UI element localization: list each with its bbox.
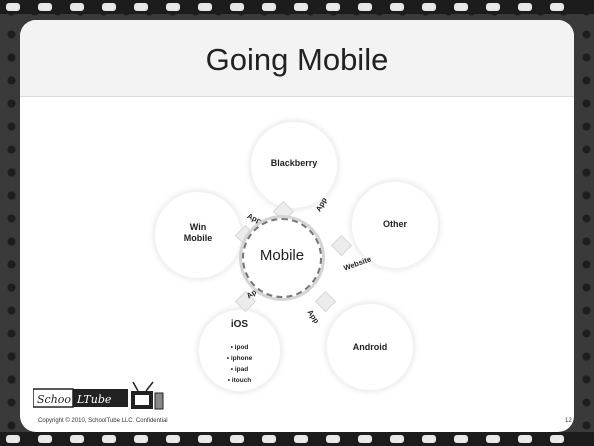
node-label-android: Android xyxy=(352,342,388,352)
node-ios: iOS • ipod • iphone • ipad • itouch xyxy=(198,309,281,392)
svg-text:LTube: LTube xyxy=(76,393,112,406)
ios-item: • itouch xyxy=(227,377,252,384)
node-label-other: Other xyxy=(382,219,407,229)
film-perforation-top xyxy=(0,0,594,14)
page-number: 12 xyxy=(565,418,572,424)
slide-card: Going Mobile xyxy=(20,20,574,432)
node-win-mobile: Win Mobile xyxy=(154,191,242,279)
slide-title: Going Mobile xyxy=(205,42,389,77)
center-node-mobile: Mobile xyxy=(242,218,322,298)
ios-item: • iphone xyxy=(226,355,253,362)
node-other: Other xyxy=(351,181,439,269)
node-android: Android xyxy=(326,303,414,391)
node-label-blackberry: Blackberry xyxy=(270,158,318,168)
svg-text:Schoo: Schoo xyxy=(37,393,71,406)
ios-item: • ipod xyxy=(230,344,249,351)
node-blackberry: Blackberry xyxy=(250,121,338,209)
schooltube-logo: Schoo LTube xyxy=(33,381,164,410)
node-label-win-mobile: Win Mobile xyxy=(183,222,213,243)
title-bar: Going Mobile xyxy=(20,20,574,97)
film-perforation-bottom xyxy=(0,432,594,446)
node-label-ios: iOS xyxy=(230,319,249,330)
ios-device-list: • ipod • iphone • ipad • itouch xyxy=(198,342,281,386)
ios-item: • ipad xyxy=(230,366,249,373)
center-label: Mobile xyxy=(259,247,305,264)
footer-copyright: Copyright © 2010, SchoolTube LLC. Confid… xyxy=(38,418,168,424)
